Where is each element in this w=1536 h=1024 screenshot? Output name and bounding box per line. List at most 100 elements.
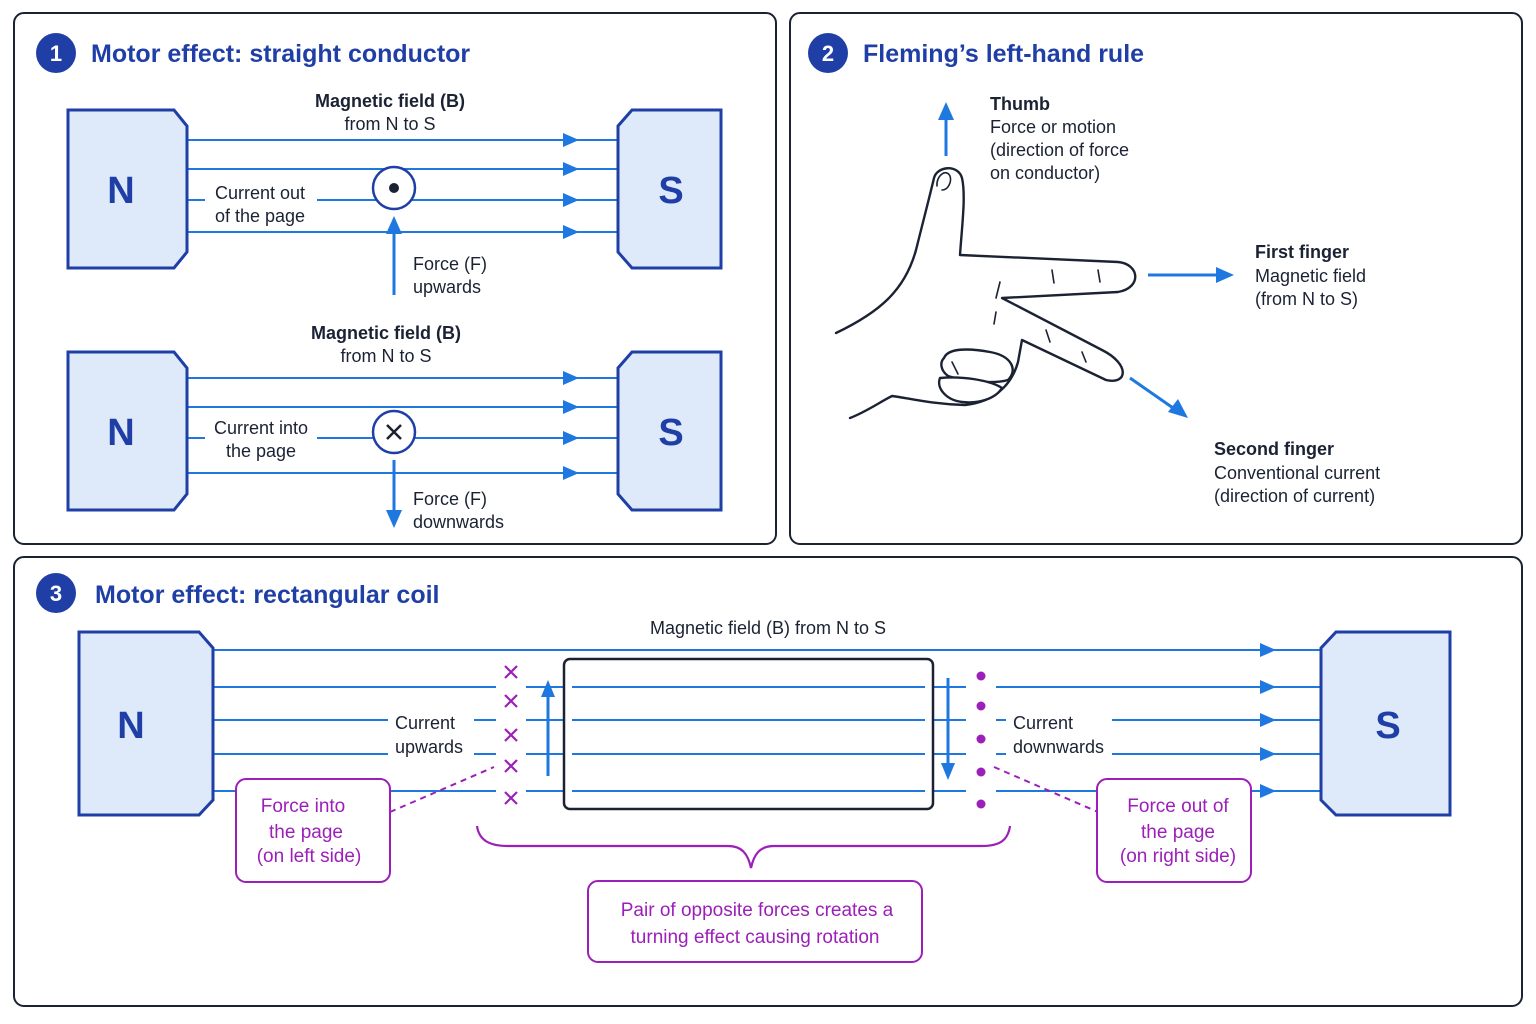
diagram-current-out: Magnetic field (B) from N to S N S Curre…	[66, 91, 723, 297]
couple-brace	[475, 825, 1012, 869]
label-backing	[205, 178, 317, 228]
north-pole-label: N	[107, 170, 134, 212]
into-page-crosses	[504, 665, 518, 805]
panel-3-number: 3	[50, 581, 62, 606]
field-arrowhead	[563, 193, 579, 207]
current-out-dot-icon	[389, 183, 399, 193]
knuckle-crease	[1051, 269, 1055, 284]
field-label-b-line2: from N to S	[340, 346, 431, 366]
field-label-a-line2: from N to S	[344, 114, 435, 134]
couple-line2: turning effect causing rotation	[631, 927, 880, 948]
panel-rectangular-coil: 3 Motor effect: rectangular coil Magneti…	[13, 556, 1523, 1007]
force-label-a-line1: Force (F)	[413, 254, 487, 274]
dot-icon	[976, 671, 986, 681]
north-pole-label: N	[107, 412, 134, 454]
knuckle-crease	[1081, 351, 1087, 363]
current-into-cross-icon	[386, 424, 402, 440]
dot-icon	[976, 799, 986, 809]
knuckle-crease	[1097, 269, 1101, 283]
right-force-line1: Force out of	[1127, 796, 1229, 817]
knuckle-crease	[951, 361, 959, 375]
second-finger-current-arrow	[1129, 376, 1177, 412]
north-magnet	[66, 108, 189, 270]
thumb-line3: on conductor)	[990, 163, 1100, 183]
coil-field-label: Magnetic field (B) from N to S	[650, 618, 886, 638]
current-label-a-line1: Current out	[215, 183, 305, 203]
left-hand-icon	[834, 167, 1137, 420]
thumbnail	[936, 171, 952, 191]
label-backing	[388, 706, 474, 760]
left-force-line1: Force into	[261, 796, 345, 817]
hand-outline	[834, 167, 1137, 420]
first-finger-line2: (from N to S)	[1255, 289, 1358, 309]
panel-left-hand-rule: 2 Fleming’s left-hand rule Thumb Force o…	[789, 12, 1523, 545]
north-pole-label: N	[117, 705, 144, 747]
force-label-a-line2: upwards	[413, 277, 481, 297]
field-arrowhead	[1260, 784, 1276, 798]
first-finger-field-arrowhead	[1216, 267, 1234, 283]
cross-icon	[504, 694, 518, 708]
cross-icon	[504, 665, 518, 679]
left-force-callout	[235, 778, 391, 883]
knuckle-crease	[1045, 329, 1051, 343]
south-magnet	[1319, 630, 1452, 817]
cross-icon	[504, 759, 518, 773]
panel-straight-conductor: 1 Motor effect: straight conductor Magne…	[13, 12, 777, 545]
current-label-a-line2: of the page	[215, 206, 305, 226]
panel-2-title: Fleming’s left-hand rule	[863, 40, 1144, 68]
current-label-b-line1: Current into	[214, 418, 308, 438]
panel-3-title: Motor effect: rectangular coil	[95, 581, 440, 609]
field-arrowhead	[1260, 713, 1276, 727]
panel-2-border	[789, 12, 1523, 545]
current-down-arrowhead	[941, 763, 955, 780]
field-arrowhead	[563, 466, 579, 480]
force-label-b-line2: downwards	[413, 512, 504, 532]
diagram-current-into: Magnetic field (B) from N to S N S Curre…	[66, 323, 723, 532]
curled-finger	[937, 376, 1004, 404]
panel-2-number-badge	[808, 33, 848, 73]
field-arrowhead	[1260, 643, 1276, 657]
second-finger-line2: (direction of current)	[1214, 486, 1375, 506]
panel-1-number-badge	[36, 33, 76, 73]
panel-1-number: 1	[50, 41, 62, 66]
field-arrowhead	[563, 431, 579, 445]
field-arrowhead	[1260, 747, 1276, 761]
south-magnet	[616, 350, 723, 512]
south-pole-label: S	[1375, 705, 1400, 747]
curled-finger	[940, 348, 1014, 384]
dot-icon	[976, 734, 986, 744]
thumb-heading: Thumb	[990, 94, 1050, 114]
left-current-line2: upwards	[395, 737, 463, 757]
south-pole-label: S	[658, 412, 683, 454]
field-arrowhead	[563, 400, 579, 414]
field-arrowhead	[563, 225, 579, 239]
current-up-arrowhead	[541, 680, 555, 697]
right-force-leader	[993, 766, 1099, 813]
label-backing	[205, 414, 317, 466]
force-label-b-line1: Force (F)	[413, 489, 487, 509]
field-label-a-line1: Magnetic field (B)	[315, 91, 465, 111]
panel-2-number: 2	[822, 41, 834, 66]
right-force-line2: the page	[1141, 822, 1215, 843]
out-of-page-dots	[976, 671, 986, 809]
second-finger-heading: Second finger	[1214, 439, 1334, 459]
right-current-line2: downwards	[1013, 737, 1104, 757]
right-force-line3: (on right side)	[1120, 846, 1236, 867]
label-backing	[1006, 706, 1112, 760]
south-magnet	[616, 108, 723, 270]
north-magnet	[66, 350, 189, 512]
rectangular-coil	[562, 657, 935, 811]
knuckle-crease	[995, 281, 1001, 299]
field-arrowhead	[563, 371, 579, 385]
right-force-callout	[1096, 778, 1252, 883]
cross-icon	[504, 728, 518, 742]
left-force-line2: the page	[269, 822, 343, 843]
panel-1-title: Motor effect: straight conductor	[91, 40, 470, 68]
thumb-line1: Force or motion	[990, 117, 1116, 137]
couple-callout	[587, 880, 923, 963]
field-label-b-line1: Magnetic field (B)	[311, 323, 461, 343]
left-current-line1: Current	[395, 713, 455, 733]
cross-icon	[504, 791, 518, 805]
dot-icon	[976, 767, 986, 777]
